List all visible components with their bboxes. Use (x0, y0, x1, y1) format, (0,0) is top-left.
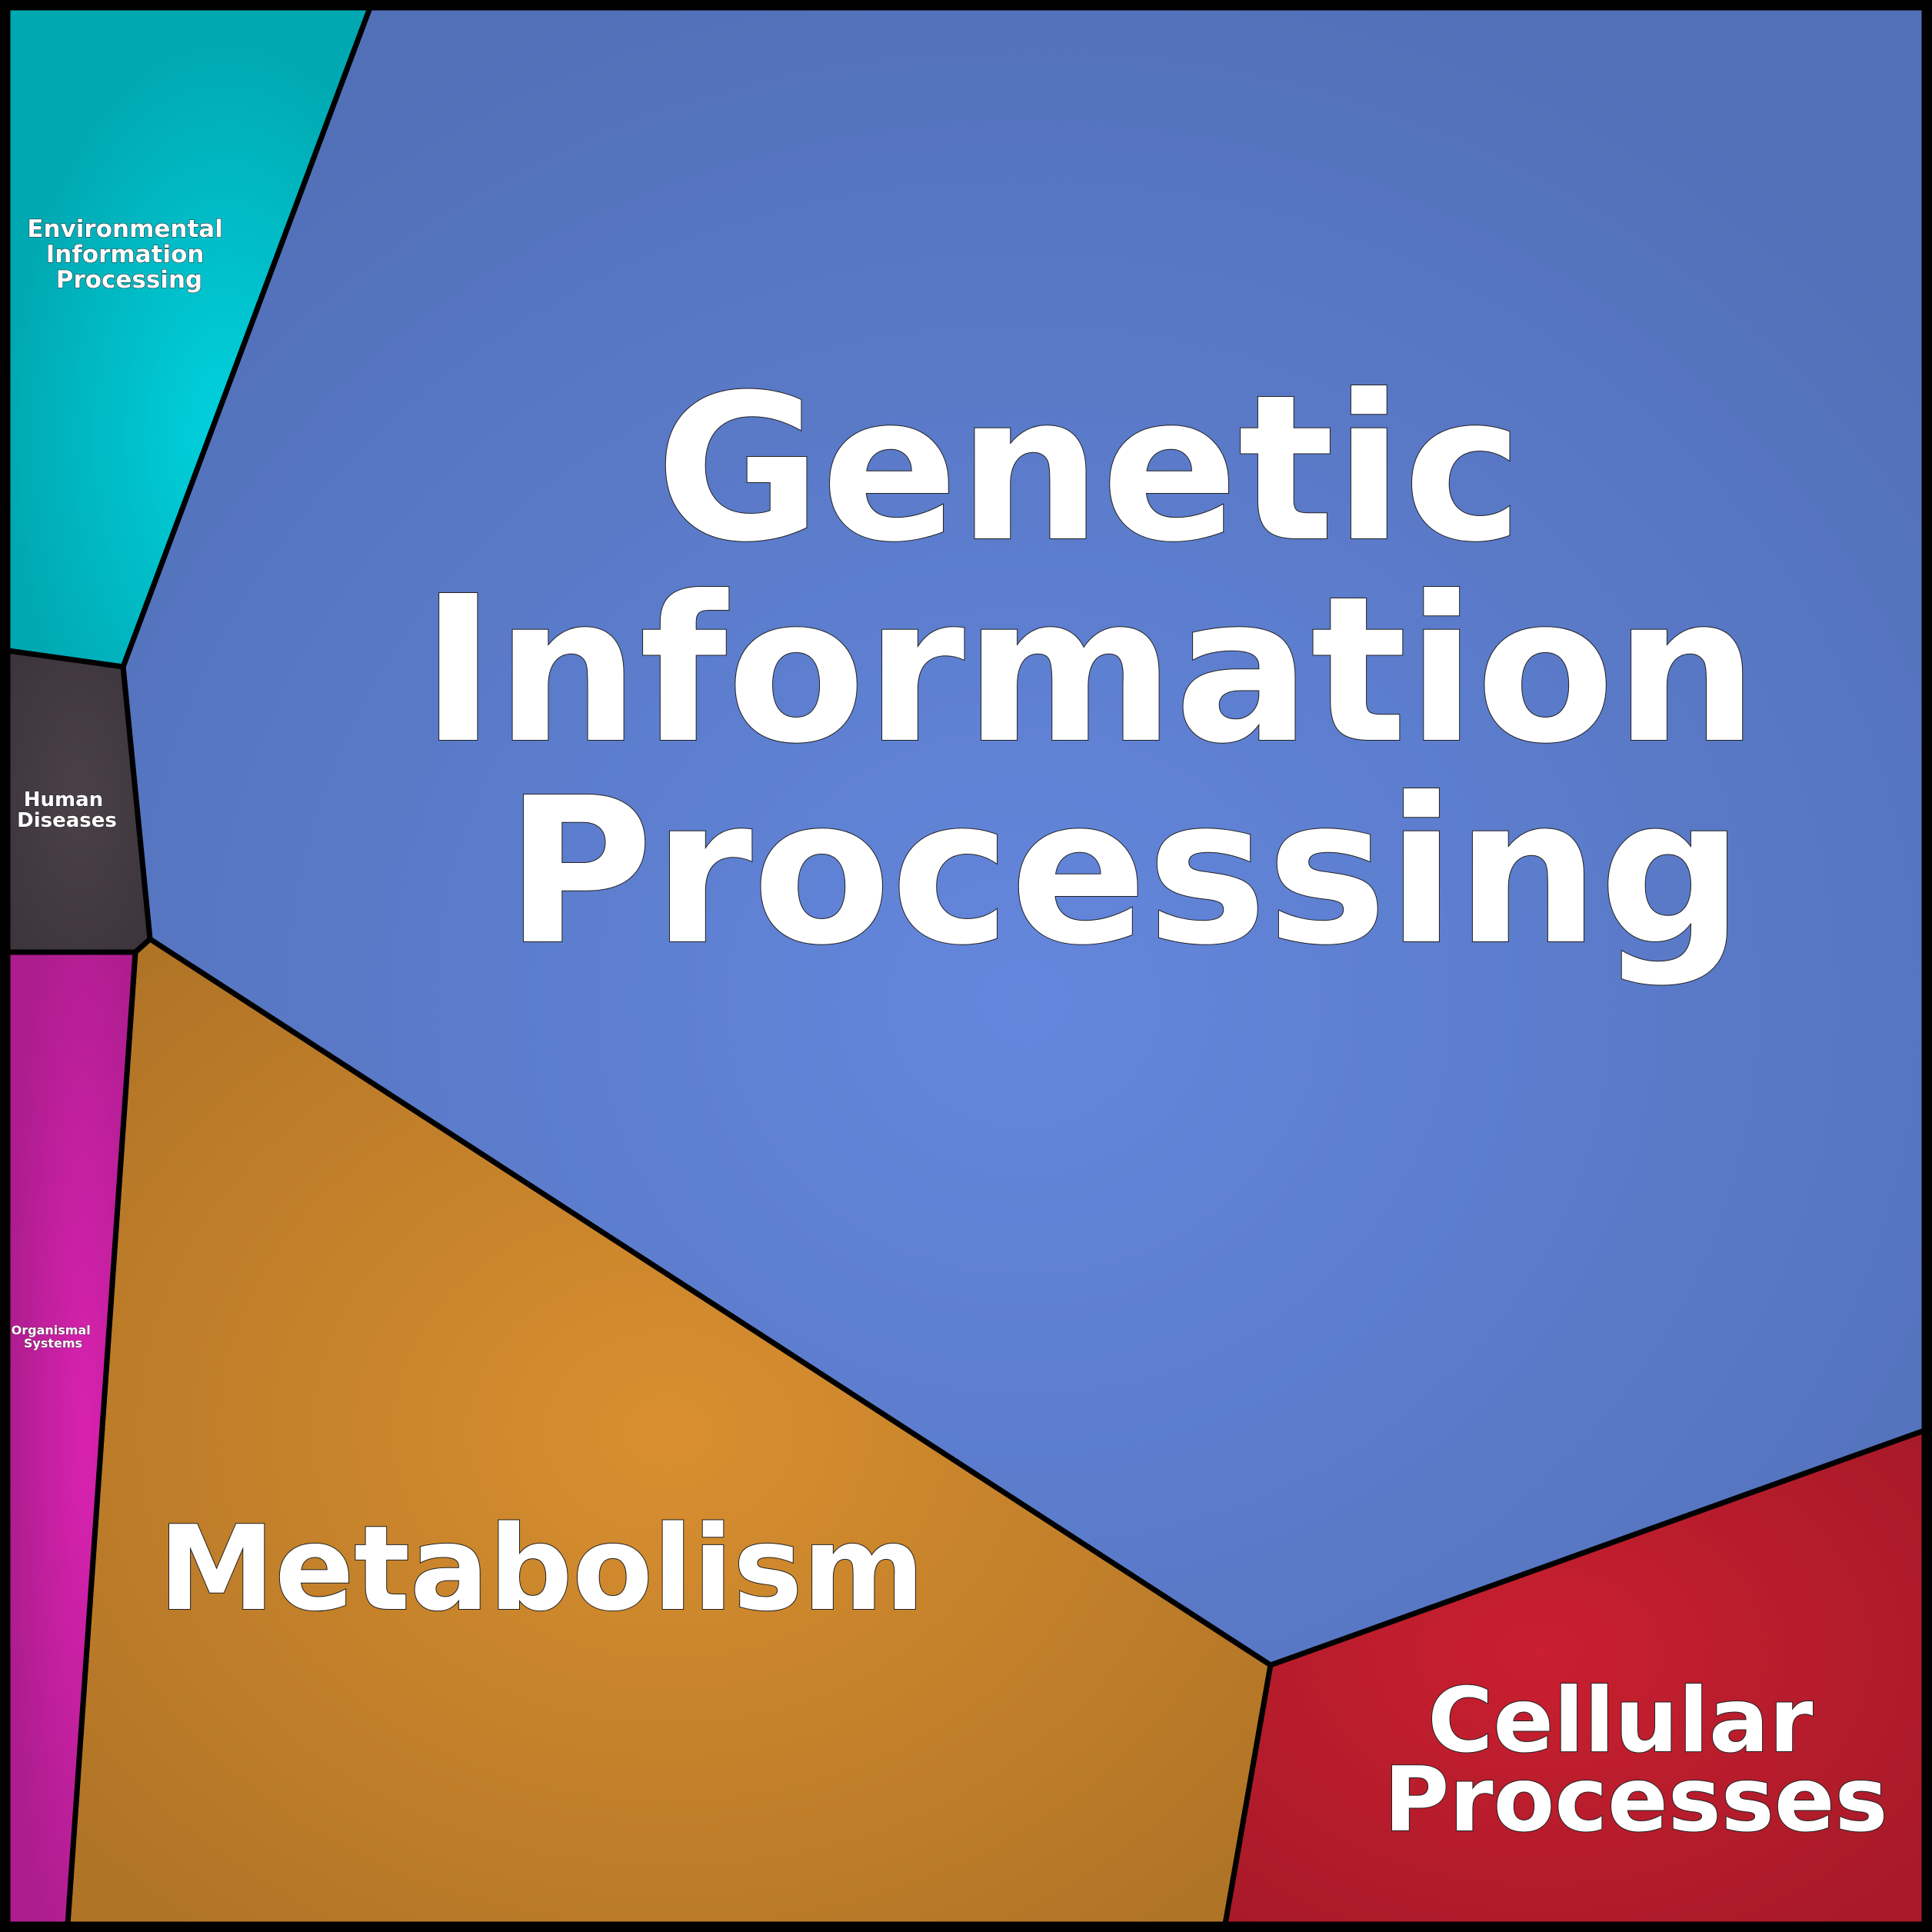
label-cellular: Cellular Processes (1384, 1669, 1887, 1852)
label-organismal: Organismal Systems (12, 1323, 95, 1351)
label-human-diseases: Human Diseases (17, 788, 117, 832)
label-genetic: Genetic Information Processing (421, 351, 1828, 989)
region-cellular-processes[interactable]: Cellular Processes (1222, 1427, 1927, 1927)
region-genetic-information-processing[interactable]: Genetic Information Processing (120, 5, 1927, 1668)
region-human-diseases[interactable]: Human Diseases (5, 648, 153, 955)
region-metabolism[interactable]: Metabolism (65, 936, 1274, 1927)
label-environmental: Environmental Information Processing (27, 215, 231, 294)
label-metabolism: Metabolism (158, 1501, 924, 1637)
